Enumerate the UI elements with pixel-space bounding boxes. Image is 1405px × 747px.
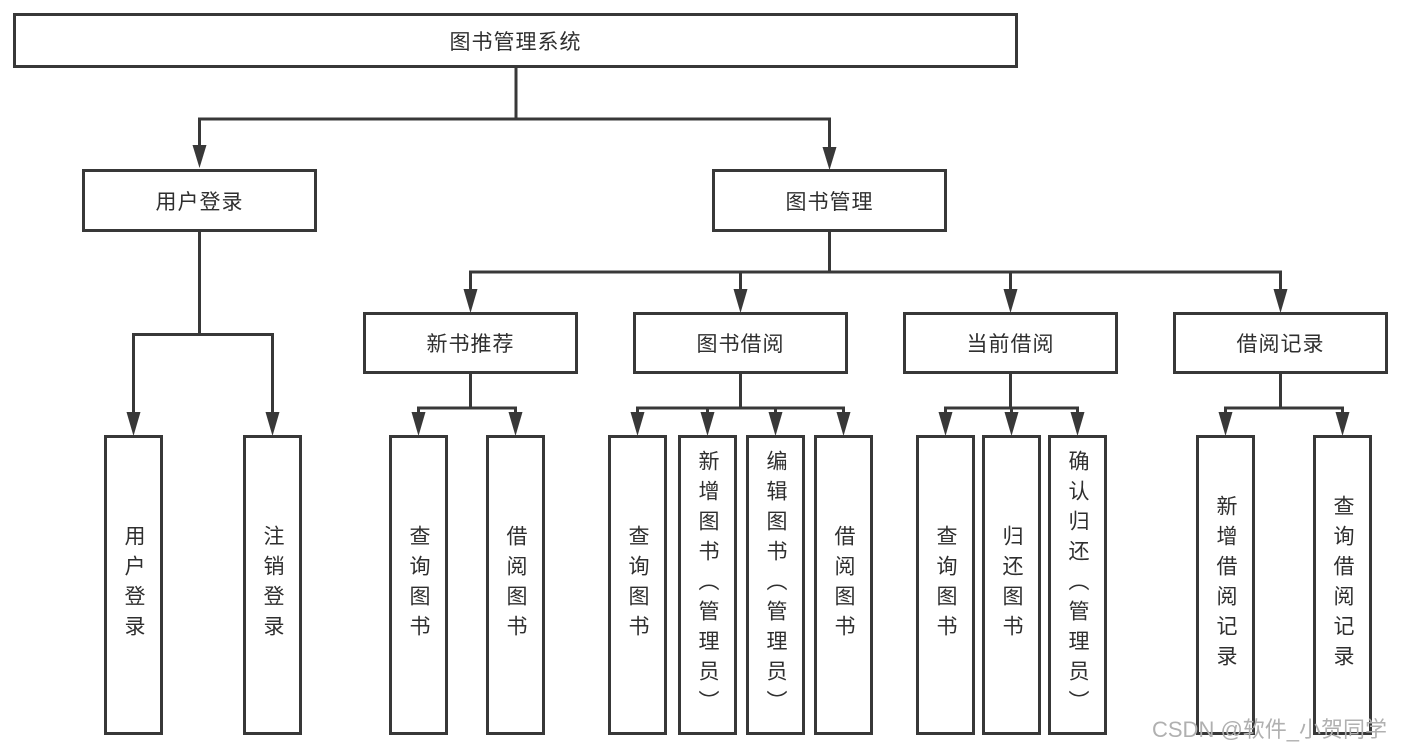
node-current-borrowing-label: 当前借阅 — [966, 333, 1055, 356]
node-book-borrowing: 图书借阅 — [633, 312, 848, 374]
leaf-logout-label: 注销登录 — [261, 525, 284, 645]
node-new-book-recommend-label: 新书推荐 — [426, 333, 515, 356]
leaf-return-book-label: 归还图书 — [1000, 525, 1023, 645]
node-book-management-label: 图书管理 — [785, 190, 874, 214]
watermark: CSDN @软件_小贺同学 — [1152, 717, 1388, 742]
leaf-query-borrow-record: 查询借阅记录 — [1313, 435, 1372, 735]
leaf-confirm-return-admin: 确认归还（管理员） — [1048, 435, 1107, 735]
leaf-edit-book-admin-label: 编辑图书（管理员） — [764, 450, 787, 720]
node-root-label: 图书管理系统 — [449, 30, 582, 54]
leaf-query-borrow-record-label: 查询借阅记录 — [1331, 495, 1354, 675]
arrowheads — [126, 145, 1350, 436]
leaf-query-books-recommend: 查询图书 — [389, 435, 448, 735]
node-new-book-recommend: 新书推荐 — [363, 312, 578, 374]
leaf-add-book-admin-label: 新增图书（管理员） — [696, 450, 719, 720]
leaf-user-login: 用户登录 — [104, 435, 163, 735]
leaf-logout: 注销登录 — [243, 435, 302, 735]
leaf-query-books-borrowing-label: 查询图书 — [626, 525, 649, 645]
node-user-login: 用户登录 — [82, 169, 317, 232]
leaf-borrow-books-recommend-label: 借阅图书 — [504, 525, 527, 645]
node-borrowing-records-label: 借阅记录 — [1236, 333, 1325, 356]
leaf-add-borrow-record-label: 新增借阅记录 — [1214, 495, 1237, 675]
leaf-query-books-borrowing: 查询图书 — [608, 435, 667, 735]
node-user-login-label: 用户登录 — [155, 190, 244, 214]
leaf-query-books-recommend-label: 查询图书 — [407, 525, 430, 645]
leaf-return-book: 归还图书 — [982, 435, 1041, 735]
leaf-confirm-return-admin-label: 确认归还（管理员） — [1066, 450, 1089, 720]
leaf-borrow-books-borrowing: 借阅图书 — [814, 435, 873, 735]
leaf-query-books-current-label: 查询图书 — [934, 525, 957, 645]
node-book-borrowing-label: 图书借阅 — [696, 333, 785, 356]
leaf-borrow-books-borrowing-label: 借阅图书 — [832, 525, 855, 645]
node-borrowing-records: 借阅记录 — [1173, 312, 1388, 374]
node-book-management: 图书管理 — [712, 169, 947, 232]
node-current-borrowing: 当前借阅 — [903, 312, 1118, 374]
leaf-add-book-admin: 新增图书（管理员） — [678, 435, 737, 735]
leaf-edit-book-admin: 编辑图书（管理员） — [746, 435, 805, 735]
leaf-query-books-current: 查询图书 — [916, 435, 975, 735]
leaf-add-borrow-record: 新增借阅记录 — [1196, 435, 1255, 735]
leaf-borrow-books-recommend: 借阅图书 — [486, 435, 545, 735]
node-root: 图书管理系统 — [13, 13, 1018, 68]
leaf-user-login-label: 用户登录 — [122, 525, 145, 645]
